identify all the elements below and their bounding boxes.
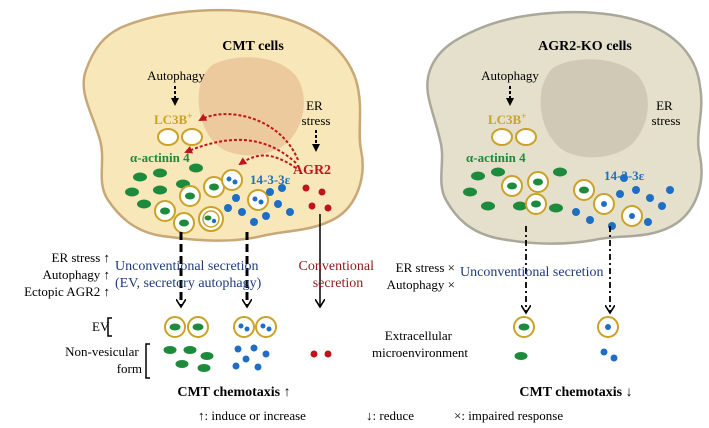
ko-actinin-molecules [463,167,567,213]
legend-reduce: ↓: reduce [366,408,414,423]
ko-autophagosome [515,128,537,146]
ko-cell [426,10,703,245]
actinin-label: α-actinin 4 [130,150,190,165]
ko-er-stress-label: ER stress [652,98,681,128]
ko-autophagy-label: Autophagy [481,68,539,83]
ko-nucleus [540,59,648,158]
unconventional-secretion-label: Unconventional secretion [115,259,258,274]
condition-er-stress: ER stress ↑ [52,250,111,265]
ko-lc3b-label: LC3B+ [488,111,526,127]
agr2-arc-lc3b [198,113,299,161]
ko-condition-autophagy: Autophagy × [387,277,455,292]
protein-1433-label: 14-3-3ε [250,172,291,187]
legend-increase: ↑: induce or increase [198,408,306,423]
agr2-arc-1433 [238,154,297,169]
agr2-molecules [302,184,332,212]
ko-cell-title: AGR2-KO cells [538,39,632,54]
ko-autophagosome [491,128,513,146]
actinin-molecules [125,163,203,209]
ko-condition-er-stress: ER stress × [396,260,455,275]
non-vesicular-actinin [163,346,214,372]
ko-non-vesicular [514,348,618,362]
ko-chemotaxis-result: CMT chemotaxis ↓ [519,385,632,400]
er-stress-label: ER stress [302,98,331,128]
ev-vesicles-left [164,316,277,338]
ko-vesicles [501,171,643,227]
ko-ev-vesicles [513,316,619,338]
condition-autophagy: Autophagy ↑ [42,267,110,282]
non-vesicular-1433 [232,344,270,371]
ev-bracket [107,317,112,337]
non-vesicular-bracket [145,343,150,379]
ko-unconventional-secretion-label: Unconventional secretion [460,265,603,280]
agr2-arc-actinin [184,138,297,164]
cmt-nucleus [198,57,304,156]
unconventional-secretion-sublabel: (EV, secretory autophagy) [115,276,262,291]
legend-impaired: ×: impaired response [454,408,563,423]
autophagy-label: Autophagy [147,68,205,83]
lc3b-label: LC3B+ [154,111,192,127]
conventional-secretion-label: Conventional secretion [299,259,378,291]
cmt-cell [82,8,364,242]
non-vesicular-label: Non-vesicular form [65,344,142,376]
ko-actinin-label: α-actinin 4 [466,150,526,165]
ev-label: EV [92,319,110,334]
autophagosome [181,128,203,146]
condition-ectopic-agr2: Ectopic AGR2 ↑ [24,284,110,299]
ko-protein-1433-molecules [572,174,674,230]
actinin-vesicles [154,169,269,234]
cmt-cell-title: CMT cells [222,39,284,54]
extracellular-label: Extracellular microenvironment [372,328,468,360]
protein-1433-molecules [224,184,294,226]
non-vesicular-agr2 [310,350,332,358]
cmt-chemotaxis-result: CMT chemotaxis ↑ [177,385,290,400]
agr2-label: AGR2 [293,163,331,178]
autophagosome [157,128,179,146]
